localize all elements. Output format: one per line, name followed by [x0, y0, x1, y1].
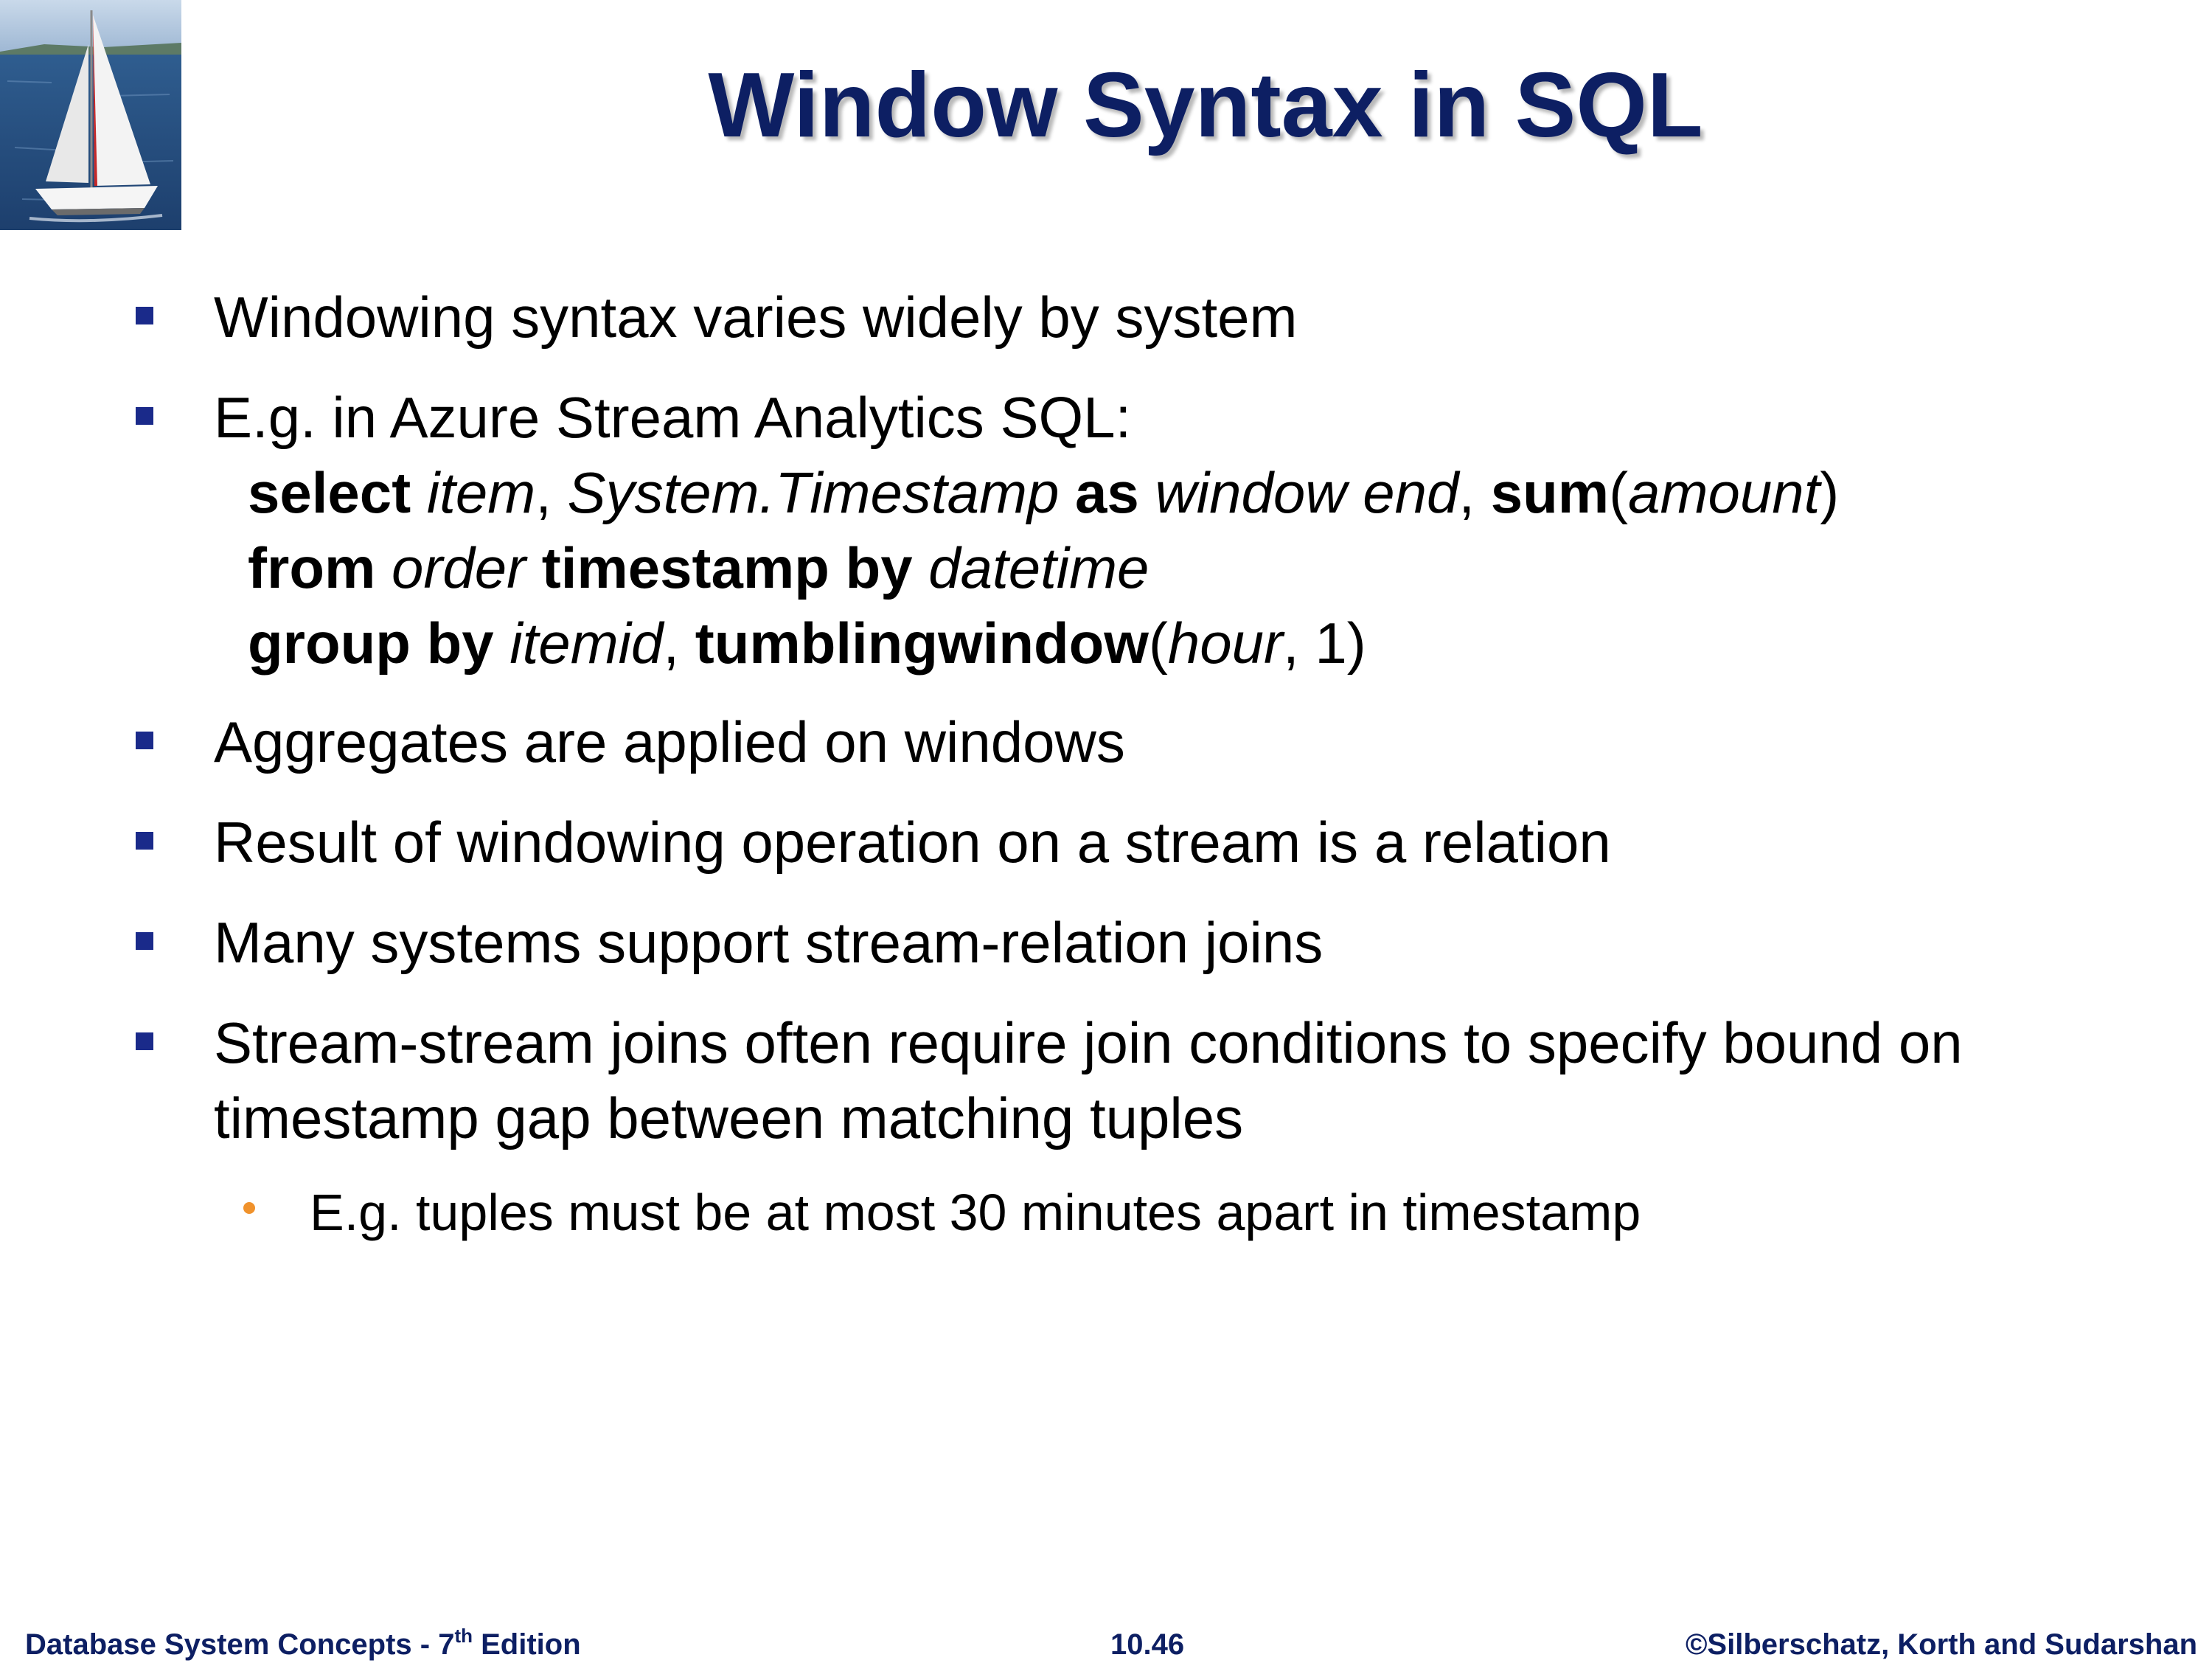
- footer-copyright: ©Silberschatz, Korth and Sudarshan: [1685, 1628, 2197, 1661]
- bullet-text: E.g. in Azure Stream Analytics SQL:: [214, 385, 1132, 450]
- bullet-text-continued: timestamp gap between matching tuples: [214, 1086, 1244, 1150]
- sql-identifier: itemid: [493, 611, 664, 676]
- sql-identifier: order: [375, 535, 542, 600]
- sql-identifier: datetime: [912, 535, 1150, 600]
- bullet-marker: [136, 1032, 153, 1050]
- sql-keyword: from: [248, 535, 376, 600]
- sub-bullet-marker: [243, 1202, 255, 1214]
- sql-keyword: select: [248, 460, 411, 525]
- bullet-text: Stream-stream joins often require join c…: [214, 1010, 1963, 1075]
- bullet-text: Many systems support stream-relation joi…: [214, 910, 1324, 975]
- sql-keyword: group by: [248, 611, 494, 676]
- sql-identifier: window end: [1155, 460, 1459, 525]
- sql-keyword: sum: [1490, 460, 1610, 525]
- bullet-marker: [136, 307, 153, 324]
- sql-punct: (: [1609, 460, 1629, 525]
- sql-punct: (: [1148, 611, 1168, 676]
- sql-keyword: tumblingwindow: [695, 611, 1149, 676]
- bullet-text: Result of windowing operation on a strea…: [214, 810, 1611, 875]
- sql-identifier: amount: [1628, 460, 1820, 525]
- sub-bullet-text: E.g. tuples must be at most 30 minutes a…: [310, 1184, 1641, 1241]
- bullet-marker: [136, 732, 153, 749]
- sql-punct: ,: [535, 460, 568, 525]
- sql-identifier: hour: [1167, 611, 1284, 676]
- slide-title: Window Syntax in SQL: [708, 55, 1703, 156]
- bullet-marker: [136, 407, 153, 425]
- sql-identifier: System.Timestamp: [567, 460, 1060, 525]
- footer-left: Database System Concepts - 7th Edition: [25, 1626, 581, 1663]
- sql-keyword: as: [1059, 460, 1155, 525]
- sql-line-from: from order timestamp by datetime: [248, 531, 1149, 605]
- sql-punct: ,: [663, 611, 695, 676]
- bullet-marker: [136, 832, 153, 850]
- footer-page-number: 10.46: [1110, 1628, 1185, 1661]
- sql-keyword: timestamp by: [541, 535, 913, 600]
- footer-superscript: th: [454, 1625, 473, 1647]
- sql-punct: ,: [1458, 460, 1491, 525]
- footer-book-title: Database System Concepts - 7: [25, 1628, 455, 1661]
- sql-identifier: item: [426, 460, 536, 525]
- sql-line-select: select item, System.Timestamp as window …: [248, 456, 1839, 530]
- bullet-text: Windowing syntax varies widely by system: [214, 285, 1298, 350]
- sql-punct: ): [1820, 460, 1840, 525]
- bullet-marker: [136, 932, 153, 950]
- footer-edition: Edition: [473, 1628, 581, 1661]
- sql-line-group-by: group by itemid, tumblingwindow(hour, 1): [248, 606, 1366, 680]
- bullet-text: Aggregates are applied on windows: [214, 709, 1125, 774]
- sailboat-logo-image: [0, 0, 181, 230]
- sql-punct: , 1): [1283, 611, 1366, 676]
